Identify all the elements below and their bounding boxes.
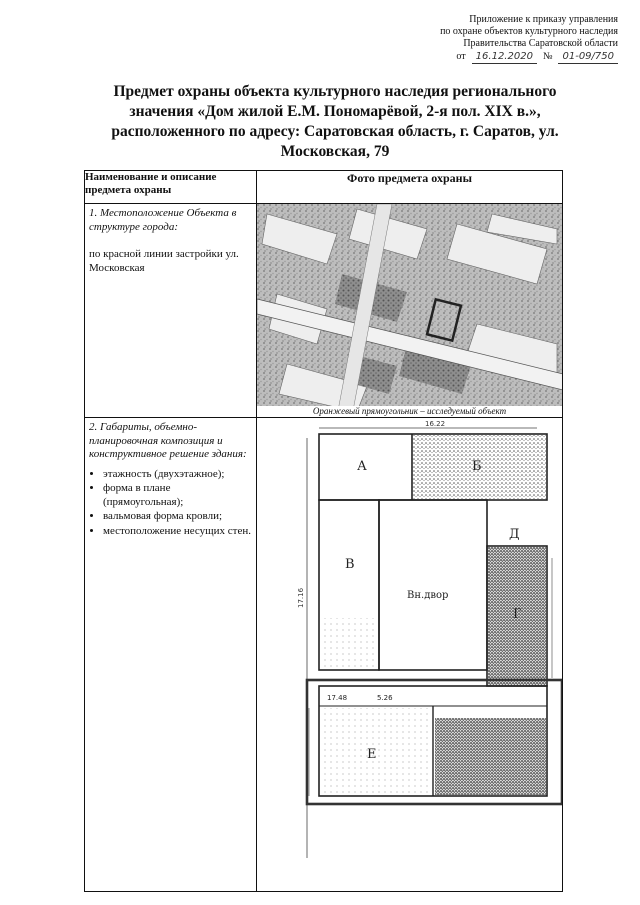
floor-plan-photo: 16.22 17.16 bbox=[257, 418, 562, 889]
order-number: 01-09/750 bbox=[558, 51, 618, 64]
location-heading: 1. Местоположение Объекта в структуре го… bbox=[89, 207, 237, 233]
location-description: 1. Местоположение Объекта в структуре го… bbox=[85, 204, 256, 278]
table-row-dimensions: 2. Габариты, объемно-планировочная компо… bbox=[84, 417, 563, 892]
order-date-number: от 16.12.2020 № 01-09/750 bbox=[358, 51, 618, 64]
room-label: Д bbox=[509, 527, 520, 542]
dimensions-heading: 2. Габариты, объемно-планировочная компо… bbox=[89, 421, 247, 461]
room-label: А bbox=[357, 459, 367, 474]
list-item: форма в плане (прямоугольная); bbox=[103, 482, 252, 509]
table-row-location: 1. Местоположение Объекта в структуре го… bbox=[84, 202, 563, 419]
dim-label-vertical: 17.16 bbox=[297, 588, 305, 609]
dimensions-description: 2. Габариты, объемно-планировочная компо… bbox=[85, 418, 256, 542]
table-header-row: Наименование и описание предмета охраны … bbox=[84, 170, 563, 204]
room-label: Б bbox=[472, 459, 482, 474]
title-line-1: Предмет охраны объекта культурного насле… bbox=[113, 83, 557, 100]
aerial-map-image bbox=[257, 204, 562, 416]
room-label: В bbox=[345, 557, 355, 572]
room-label: Е bbox=[367, 747, 377, 762]
aerial-map-photo: Оранжевый прямоугольник – исследуемый об… bbox=[257, 204, 562, 416]
dim-label: 5.26 bbox=[377, 694, 393, 702]
location-text: по красной линии застройки ул. Московска… bbox=[89, 248, 239, 274]
title-line-3: расположенного по адресу: Саратовская об… bbox=[111, 123, 559, 140]
number-label: № bbox=[542, 51, 553, 62]
from-label: от bbox=[456, 51, 466, 62]
title-line-2: значения «Дом жилой Е.М. Пономарёвой, 2-… bbox=[129, 103, 541, 120]
dim-label: 17.48 bbox=[327, 694, 347, 702]
order-date: 16.12.2020 bbox=[471, 51, 537, 64]
col-description-header: Наименование и описание предмета охраны bbox=[84, 170, 257, 204]
list-item: этажность (двухэтажное); bbox=[103, 468, 252, 482]
title-line-4: Московская, 79 bbox=[280, 143, 390, 160]
dim-label: 16.22 bbox=[425, 420, 445, 428]
list-item: вальмовая форма кровли; bbox=[103, 510, 252, 524]
floor-plan-drawing: 16.22 17.16 bbox=[257, 418, 562, 889]
order-line-1: Приложение к приказу управления bbox=[469, 14, 618, 25]
list-item: местоположение несущих стен. bbox=[103, 525, 252, 539]
protection-table: Наименование и описание предмета охраны … bbox=[84, 170, 563, 892]
order-line-2: по охране объектов культурного наследия bbox=[440, 26, 618, 37]
yard-label: Вн.двор bbox=[407, 590, 448, 601]
map-caption: Оранжевый прямоугольник – исследуемый об… bbox=[257, 406, 562, 416]
order-reference: Приложение к приказу управления по охран… bbox=[358, 14, 618, 64]
room-label: Г bbox=[513, 607, 522, 622]
order-line-3: Правительства Саратовской области bbox=[463, 38, 618, 49]
document-title: Предмет охраны объекта культурного насле… bbox=[100, 82, 570, 162]
col-photo-header: Фото предмета охраны bbox=[256, 170, 563, 204]
dimensions-list: этажность (двухэтажное); форма в плане (… bbox=[89, 468, 252, 539]
